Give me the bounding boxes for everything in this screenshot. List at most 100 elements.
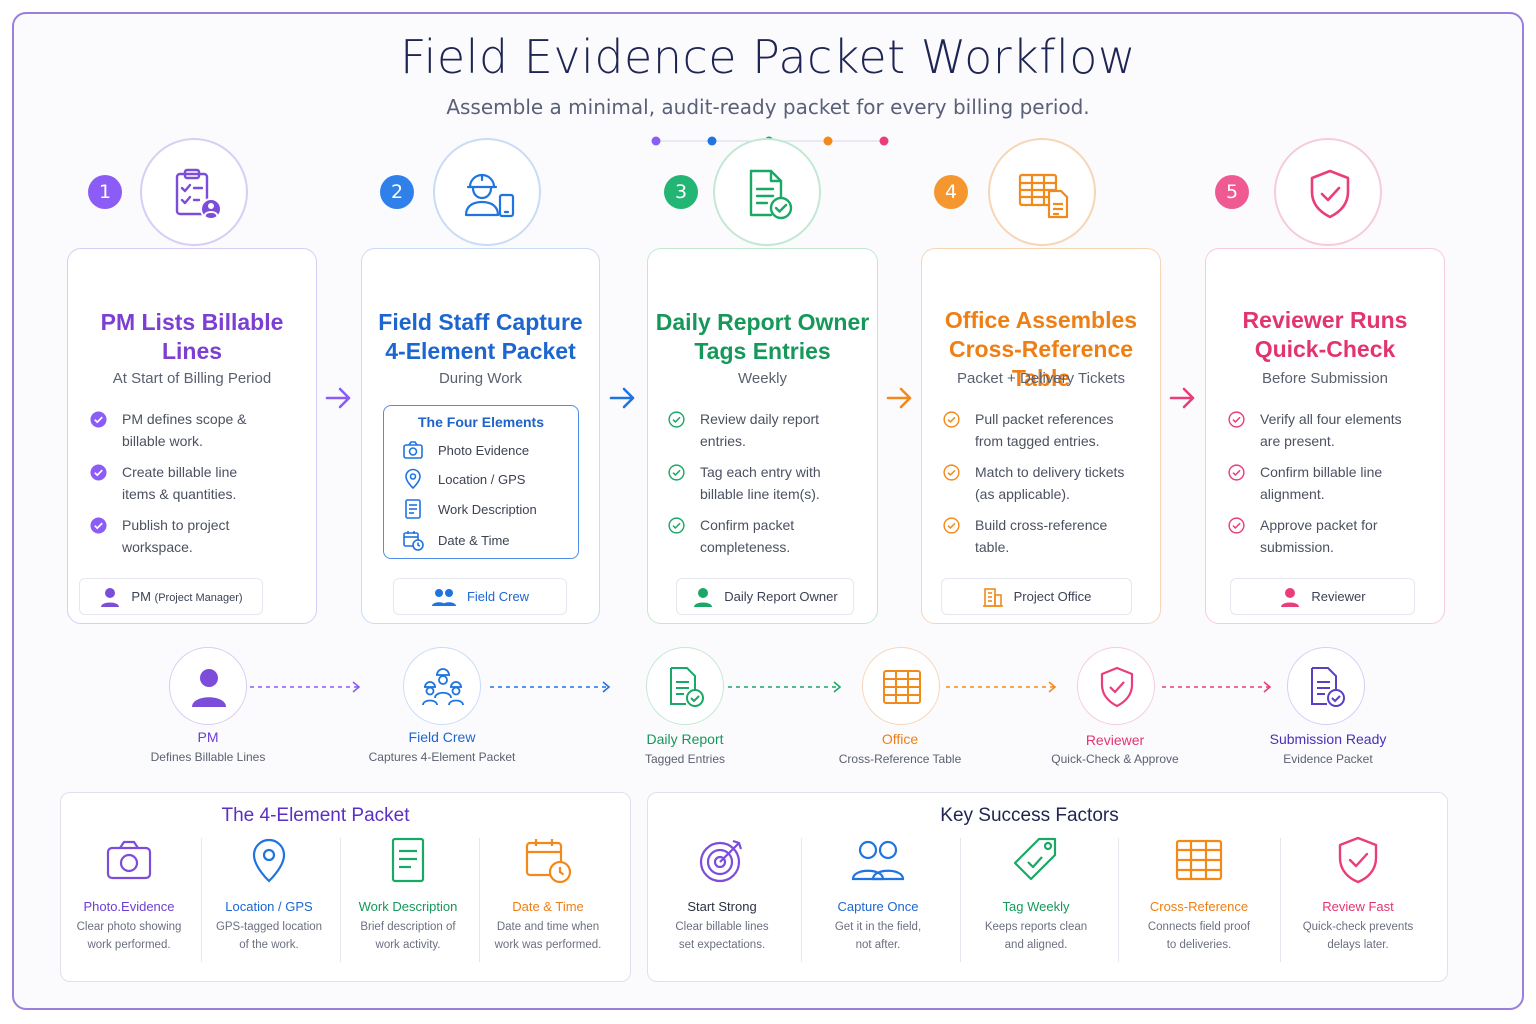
calendar-clock-icon bbox=[403, 531, 424, 551]
location-pin-icon bbox=[252, 838, 286, 883]
document-check-icon bbox=[670, 667, 704, 707]
role-chip-project-office: Project Office bbox=[941, 578, 1132, 615]
factor-tile-capture-once: Capture Once Get it in the field,not aft… bbox=[808, 835, 948, 965]
factors-panel bbox=[647, 792, 1448, 982]
flow-sublabel: Defines Billable Lines bbox=[150, 750, 266, 764]
flow-node-reviewer bbox=[1077, 647, 1155, 725]
target-icon bbox=[699, 839, 743, 883]
step-icon-circle bbox=[140, 138, 248, 246]
flow-node-pm bbox=[169, 647, 247, 725]
step-icon-circle bbox=[988, 138, 1096, 246]
flow-label: Daily Report bbox=[646, 731, 724, 747]
step-number-badge: 3 bbox=[664, 175, 698, 209]
factors-panel-title: Key Success Factors bbox=[940, 805, 1119, 826]
step-title: Reviewer Runs Quick-Check bbox=[1242, 307, 1408, 362]
crew-icon bbox=[422, 668, 464, 706]
shield-check-icon bbox=[1100, 666, 1134, 708]
role-chip-daily-report-owner: Daily Report Owner bbox=[676, 578, 854, 615]
arrow-right-icon bbox=[886, 387, 912, 409]
step-title: Office Assembles Cross-Reference Table bbox=[944, 307, 1138, 391]
location-pin-icon bbox=[405, 468, 421, 490]
tag-check-icon bbox=[1013, 837, 1057, 881]
flow-sublabel: Cross-Reference Table bbox=[838, 752, 962, 766]
people-icon bbox=[431, 588, 456, 606]
divider bbox=[479, 838, 480, 962]
building-icon bbox=[982, 587, 1003, 607]
check-circle-icon bbox=[668, 464, 685, 481]
person-icon bbox=[101, 587, 120, 607]
packet-panel bbox=[60, 792, 631, 982]
step-icon-circle bbox=[1274, 138, 1382, 246]
divider bbox=[1118, 838, 1119, 962]
dashed-arrow bbox=[490, 681, 611, 693]
flow-label: Field Crew bbox=[408, 729, 476, 745]
page-title: Field Evidence Packet Workflow bbox=[399, 30, 1137, 84]
camera-icon bbox=[106, 840, 152, 880]
camera-icon bbox=[403, 441, 423, 459]
packet-panel-title: The 4-Element Packet bbox=[221, 805, 410, 826]
step-number-badge: 1 bbox=[88, 175, 122, 209]
people-icon bbox=[851, 840, 905, 881]
step-title: PM Lists Billable Lines bbox=[100, 309, 284, 364]
flow-sublabel: Quick-Check & Approve bbox=[1051, 752, 1179, 766]
person-icon bbox=[694, 587, 713, 607]
check-circle-icon bbox=[943, 464, 960, 481]
worker-phone-icon bbox=[464, 173, 515, 218]
document-check-icon bbox=[749, 169, 793, 220]
flow-label: PM bbox=[197, 729, 219, 745]
step-card-daily-report bbox=[647, 248, 878, 624]
arrow-right-icon bbox=[1169, 387, 1195, 409]
step-card-office bbox=[921, 248, 1161, 624]
check-circle-icon bbox=[1228, 411, 1245, 428]
check-circle-icon bbox=[943, 411, 960, 428]
person-icon bbox=[1281, 587, 1300, 607]
four-item-description: Work Description bbox=[402, 498, 537, 520]
four-elements-title: The Four Elements bbox=[417, 414, 545, 430]
four-item-location: Location / GPS bbox=[402, 468, 525, 490]
step-card-pm bbox=[67, 248, 317, 624]
bullet-item: PM defines scope &billable work. bbox=[90, 408, 305, 452]
arrow-right-icon bbox=[325, 387, 351, 409]
shield-check-icon bbox=[1310, 169, 1350, 219]
check-circle-icon bbox=[943, 517, 960, 534]
flow-node-daily-report bbox=[646, 647, 724, 725]
role-chip-reviewer: Reviewer bbox=[1230, 578, 1415, 615]
divider bbox=[801, 838, 802, 962]
divider bbox=[960, 838, 961, 962]
step-subtitle: Before Submission bbox=[1262, 370, 1388, 387]
table-icon bbox=[883, 670, 921, 704]
document-check-icon bbox=[1311, 667, 1345, 707]
flow-sublabel: Captures 4-Element Packet bbox=[368, 750, 516, 764]
flow-node-submission bbox=[1287, 647, 1365, 725]
dashed-arrow bbox=[1162, 681, 1272, 693]
step-title: Field Staff Capture 4-Element Packet bbox=[378, 309, 583, 364]
clipboard-check-icon bbox=[175, 168, 222, 220]
flow-label: Submission Ready bbox=[1269, 731, 1387, 747]
flow-node-office bbox=[862, 647, 940, 725]
flow-label: Reviewer bbox=[1085, 732, 1145, 748]
step-icon-circle bbox=[713, 138, 821, 246]
four-elements-box: The Four Elements Photo Evidence Locatio… bbox=[383, 405, 579, 559]
check-circle-icon bbox=[90, 464, 107, 481]
step-subtitle: At Start of Billing Period bbox=[112, 370, 272, 387]
divider bbox=[340, 838, 341, 962]
calendar-clock-icon bbox=[525, 839, 572, 884]
table-document-icon bbox=[1018, 173, 1069, 219]
